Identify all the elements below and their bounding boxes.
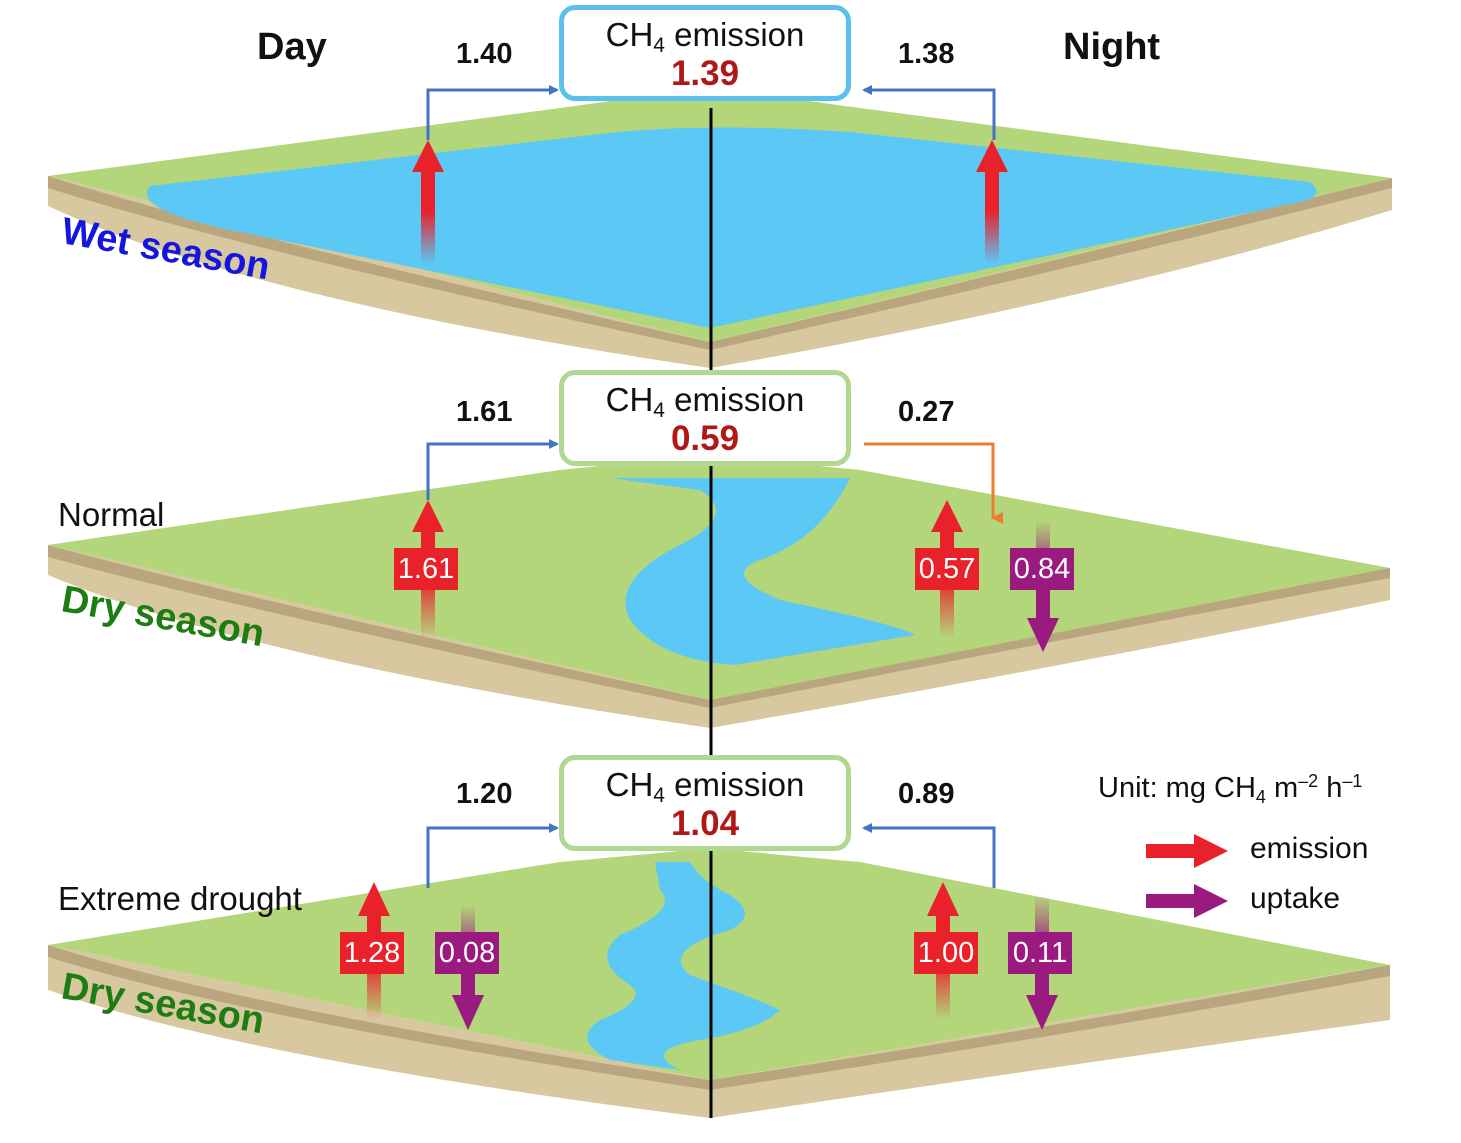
day-net-flux-line xyxy=(426,823,559,888)
night-header: Night xyxy=(1063,26,1161,68)
condition-label: Normal xyxy=(58,496,165,533)
soil-layer xyxy=(48,545,1390,728)
unit-prefix: Unit: mg CH xyxy=(1098,772,1256,804)
night-net-flux-value: 0.27 xyxy=(898,396,955,428)
normal-dry-landscape xyxy=(48,455,1390,728)
night-emission-value: 0.57 xyxy=(915,548,979,590)
emission-word: emission xyxy=(664,381,805,418)
ch4-emission-box: CH4 emission 0.59 xyxy=(559,370,851,466)
soil-edge xyxy=(48,945,1390,1090)
night-emission-value: 1.00 xyxy=(914,932,978,974)
night-net-flux-line xyxy=(862,85,996,140)
day-header: Day xyxy=(257,26,327,68)
river xyxy=(587,862,780,1070)
unit-h: h xyxy=(1318,772,1343,804)
day-net-flux-value: 1.20 xyxy=(456,778,513,810)
ch4-subscript: 4 xyxy=(653,399,665,422)
night-uptake-value: 0.11 xyxy=(1008,932,1072,974)
night-uptake-value: 0.84 xyxy=(1010,548,1074,590)
unit-m-exponent: –2 xyxy=(1298,771,1319,791)
day-net-flux-line xyxy=(426,85,559,140)
ch4-emission-box: CH4 emission 1.39 xyxy=(559,5,851,101)
soil-layer xyxy=(48,176,1392,368)
legend-uptake-arrow xyxy=(1146,884,1228,918)
net-emission-value: 0.59 xyxy=(670,419,740,458)
ch4-label: CH xyxy=(605,381,654,418)
lake xyxy=(146,127,1317,328)
ch4-label: CH xyxy=(605,16,654,53)
unit-label: Unit: mg CH4 m–2 h–1 xyxy=(1098,771,1363,807)
legend-uptake-label: uptake xyxy=(1250,882,1341,915)
ch4-subscript: 4 xyxy=(653,784,665,807)
day-emission-value: 1.28 xyxy=(340,932,404,974)
emission-arrow xyxy=(412,140,444,264)
day-uptake-value: 0.08 xyxy=(435,932,499,974)
day-net-flux-line xyxy=(426,439,559,500)
legend-emission-label: emission xyxy=(1250,832,1369,865)
night-net-flux-line xyxy=(862,823,996,888)
night-net-flux-value: 1.38 xyxy=(898,38,955,70)
emission-word: emission xyxy=(664,16,805,53)
river xyxy=(610,478,915,665)
day-net-flux-value: 1.40 xyxy=(456,38,513,70)
day-emission-value: 1.61 xyxy=(394,548,458,590)
soil-edge xyxy=(48,545,1390,708)
ch4-subscript: 4 xyxy=(653,34,665,57)
emission-word: emission xyxy=(664,766,805,803)
ch4-emission-box: CH4 emission 1.04 xyxy=(559,755,851,851)
net-emission-value: 1.39 xyxy=(670,54,740,93)
wet-season-landscape xyxy=(48,86,1392,368)
unit-ch4-subscript: 4 xyxy=(1255,787,1266,807)
unit-m: m xyxy=(1265,772,1299,804)
ch4-label: CH xyxy=(605,766,654,803)
night-net-flux-value: 0.89 xyxy=(898,778,955,810)
unit-h-exponent: –1 xyxy=(1342,771,1363,791)
net-emission-value: 1.04 xyxy=(670,804,740,843)
night-net-uptake-line xyxy=(864,442,1003,524)
legend-emission-arrow xyxy=(1146,834,1228,868)
day-net-flux-value: 1.61 xyxy=(456,396,513,428)
condition-label: Extreme drought xyxy=(58,880,302,917)
emission-arrow xyxy=(976,140,1008,264)
